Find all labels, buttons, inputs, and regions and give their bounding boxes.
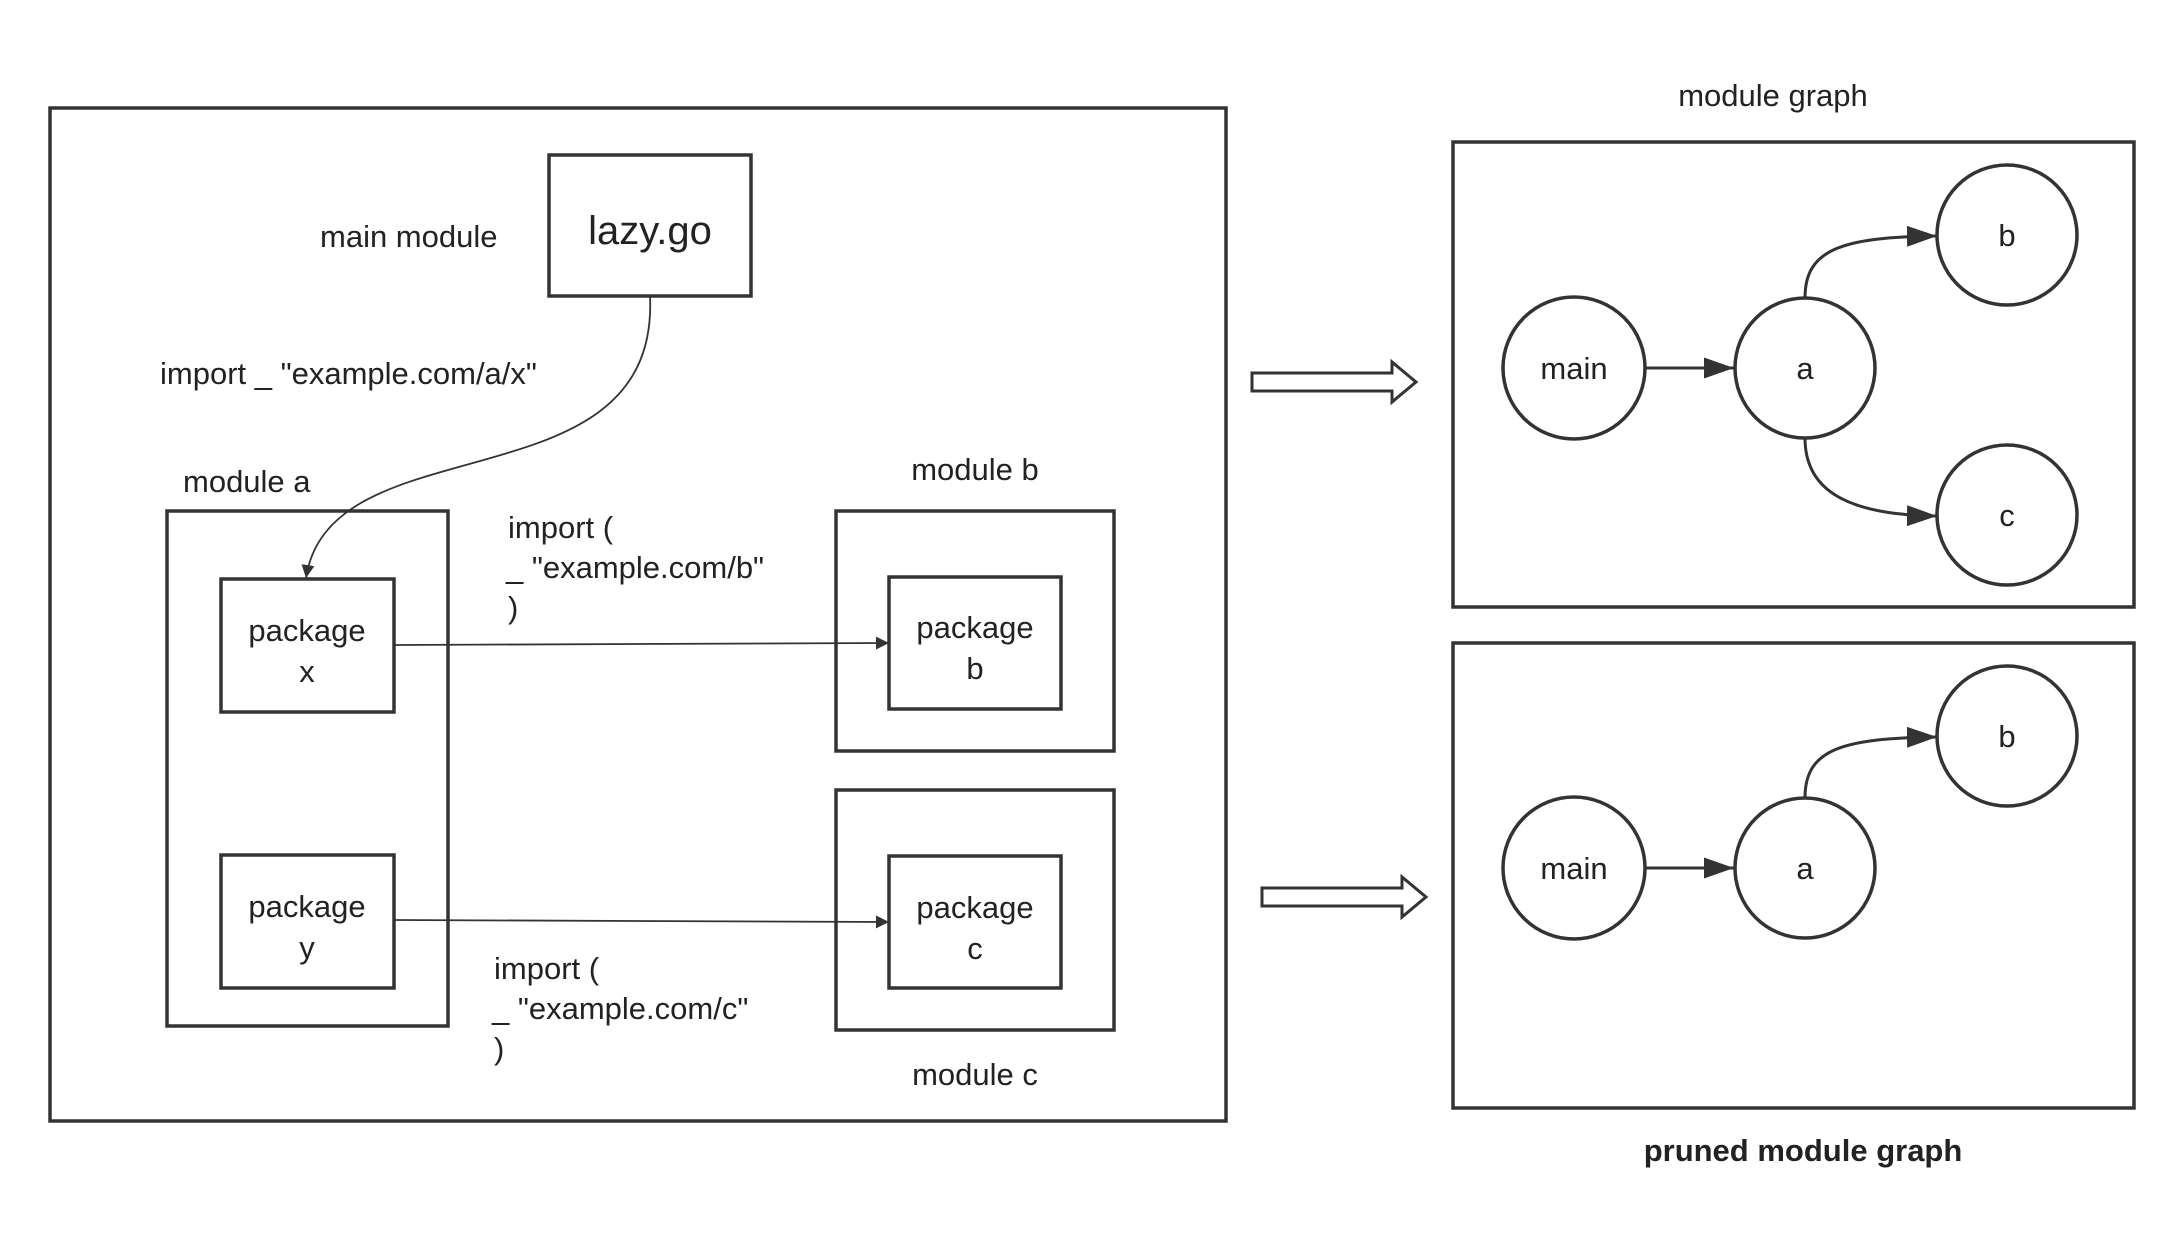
module-b-box	[834, 509, 1116, 753]
pruned-node-b	[1935, 664, 2079, 808]
package-y-box	[219, 853, 396, 990]
pruned-graph-title: pruned module graph	[1644, 1133, 1963, 1168]
package-y-line1: package	[248, 889, 365, 924]
import-b-line3: )	[508, 590, 518, 625]
node-b-label: b	[1998, 218, 2015, 253]
node-main	[1501, 295, 1647, 441]
module-a-label: module a	[183, 464, 311, 499]
pruned-node-main	[1501, 795, 1647, 941]
module-a-box	[165, 509, 450, 1028]
module-c-box	[834, 788, 1116, 1032]
pruned-graph-frame	[1451, 641, 2136, 1110]
outer-frame	[48, 106, 1228, 1123]
package-c-box	[887, 854, 1063, 990]
package-y-line2: y	[299, 930, 315, 965]
y-to-c-arrow	[393, 915, 890, 929]
module-graph-panel: module graph main a b c	[1451, 78, 2136, 609]
x-to-b-arrow	[393, 636, 890, 650]
import-b-line2: _ "example.com/b"	[505, 550, 764, 585]
lazy-go-label: lazy.go	[588, 209, 712, 253]
left-panel: main module lazy.go import _ "example.co…	[48, 106, 1228, 1123]
module-c-label: module c	[912, 1057, 1038, 1092]
import-x-arrow	[301, 295, 651, 579]
package-x-box	[219, 577, 396, 714]
pruned-node-a-label: a	[1796, 851, 1814, 886]
package-b-line1: package	[916, 610, 1033, 645]
import-c-line3: )	[494, 1031, 504, 1066]
node-a	[1733, 296, 1877, 440]
node-c	[1935, 443, 2079, 587]
edge-a-c	[1803, 437, 1938, 527]
main-module-label: main module	[320, 219, 497, 254]
module-graph-frame	[1451, 140, 2136, 609]
pruned-node-main-label: main	[1540, 851, 1607, 886]
hollow-arrow-top	[1250, 358, 1419, 406]
package-x-line1: package	[248, 613, 365, 648]
node-main-label: main	[1540, 351, 1607, 386]
module-graph-title: module graph	[1678, 78, 1868, 113]
import-b-line1: import (	[508, 510, 614, 545]
pruned-node-b-label: b	[1998, 719, 2015, 754]
edge-a-b	[1803, 225, 1938, 299]
package-c-line1: package	[916, 890, 1033, 925]
package-b-box	[887, 575, 1063, 711]
package-b-line2: b	[966, 651, 983, 686]
node-b	[1935, 163, 2079, 307]
node-a-label: a	[1796, 351, 1814, 386]
import-c-line1: import (	[494, 951, 600, 986]
module-b-label: module b	[911, 452, 1039, 487]
package-x-line2: x	[299, 654, 315, 689]
package-c-line2: c	[967, 931, 983, 966]
import-c-line2: _ "example.com/c"	[491, 991, 748, 1026]
pruned-node-a	[1733, 796, 1877, 940]
pruned-graph-panel: main a b pruned module graph	[1451, 641, 2136, 1168]
hollow-arrow-bottom	[1260, 873, 1429, 921]
import-x-text: import _ "example.com/a/x"	[160, 356, 537, 391]
node-c-label: c	[1999, 498, 2015, 533]
pruned-edge-a-b	[1803, 726, 1938, 799]
